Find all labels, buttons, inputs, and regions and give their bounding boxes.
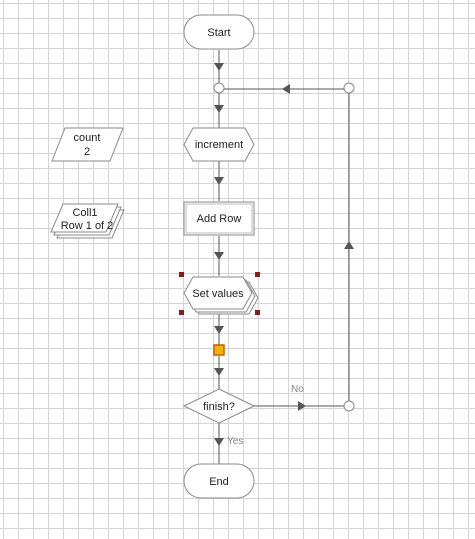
- count-value: 2: [84, 146, 90, 158]
- arrowheads: [214, 63, 354, 446]
- add-row-label: Add Row: [197, 213, 242, 225]
- end-node[interactable]: End: [183, 463, 255, 499]
- set-values-label: Set values: [192, 288, 244, 300]
- arrow-down-5: [214, 326, 224, 334]
- count-name: count: [74, 132, 101, 144]
- arrow-up-loop: [344, 241, 354, 249]
- arrow-down-yes: [214, 438, 224, 446]
- arrow-left-loop: [282, 84, 290, 94]
- selection-handle-bottom-left: [179, 310, 184, 315]
- collection-position: Row 1 of 2: [61, 220, 114, 232]
- highlighted-anchor[interactable]: [213, 344, 225, 356]
- selection-handle-top-left: [179, 272, 184, 277]
- set-values-node[interactable]: Set values: [183, 276, 259, 315]
- arrow-right-no: [298, 401, 306, 411]
- selection-handle-top-right: [255, 272, 260, 277]
- start-label: Start: [207, 27, 230, 39]
- decision-node[interactable]: finish?: [182, 388, 256, 424]
- selection-handle-bottom-right: [255, 310, 260, 315]
- junction-top[interactable]: [213, 82, 225, 94]
- increment-node[interactable]: increment: [183, 127, 255, 162]
- yes-label: Yes: [227, 436, 243, 447]
- arrow-down-3: [214, 177, 224, 185]
- end-label: End: [209, 476, 229, 488]
- data-item-count[interactable]: count 2: [51, 127, 124, 162]
- junction-loop-top[interactable]: [343, 82, 355, 94]
- arrow-down-2: [214, 105, 224, 113]
- arrow-down-1: [214, 63, 224, 71]
- add-row-node[interactable]: Add Row: [183, 201, 255, 236]
- junction-loop-bottom[interactable]: [343, 400, 355, 412]
- increment-label: increment: [195, 139, 243, 151]
- arrow-down-6: [214, 368, 224, 376]
- start-node[interactable]: Start: [183, 14, 255, 50]
- collection-coll1[interactable]: Coll1 Row 1 of 2: [50, 203, 125, 239]
- selection-handles[interactable]: [179, 272, 260, 315]
- arrow-down-4: [214, 252, 224, 260]
- no-label: No: [291, 384, 304, 395]
- collection-name: Coll1: [72, 207, 97, 219]
- decision-label: finish?: [203, 401, 235, 413]
